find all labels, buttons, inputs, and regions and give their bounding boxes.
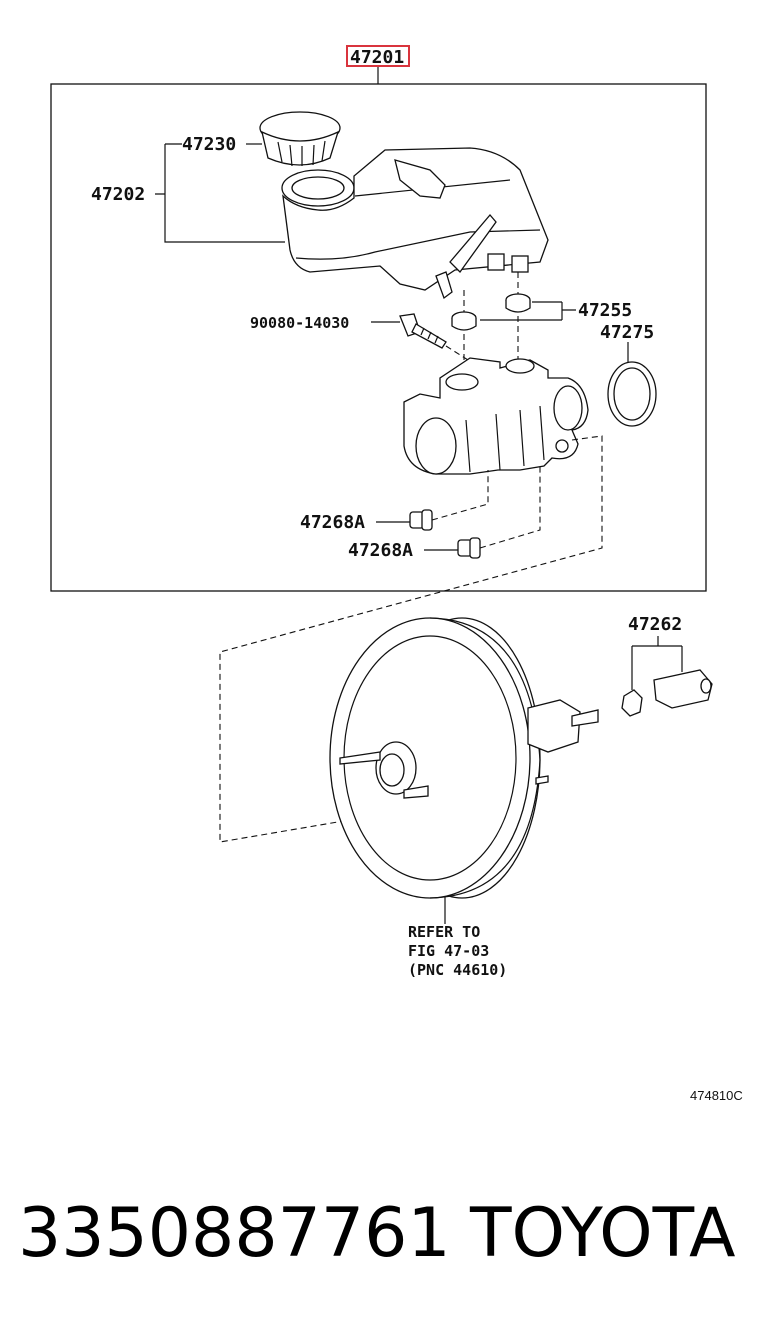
cap-part-number[interactable]: 47230: [182, 134, 236, 155]
highlight-box: [346, 45, 410, 67]
oring-callout[interactable]: 47275: [600, 322, 654, 362]
plug1-callout[interactable]: 47268A: [300, 512, 410, 533]
refer-line3: (PNC 44610): [408, 961, 507, 979]
screw-callout[interactable]: 90080-14030: [250, 314, 400, 332]
grommet-part-number[interactable]: 47255: [578, 300, 632, 321]
plug2-part: [457, 537, 481, 559]
plug2-callout[interactable]: 47268A: [348, 540, 458, 561]
grommet-parts: [451, 293, 531, 331]
oring-part: [607, 361, 657, 427]
oring-part-number[interactable]: 47275: [600, 322, 654, 343]
assembly-callout[interactable]: 47201: [346, 45, 410, 84]
cap-callout[interactable]: 47230: [182, 134, 262, 155]
reservoir-cap: [259, 111, 341, 167]
plug1-part-number[interactable]: 47268A: [300, 512, 365, 533]
reservoir-callout[interactable]: 47202: [91, 143, 285, 243]
clevis-part-number[interactable]: 47262: [628, 614, 682, 635]
assembly-frame: [50, 83, 707, 592]
clevis-parts: [621, 669, 713, 717]
footer-part-number: 3350887761: [18, 1194, 451, 1273]
brake-booster: [329, 617, 599, 899]
clevis-callout[interactable]: 47262: [628, 614, 683, 690]
assembly-part-number[interactable]: 47201: [350, 47, 404, 68]
screw-part: [399, 313, 447, 349]
figure-code: 474810C: [690, 1088, 743, 1103]
reservoir-part-number[interactable]: 47202: [91, 184, 145, 205]
grommet-callout[interactable]: 47255: [480, 300, 632, 321]
refer-line1: REFER TO: [408, 923, 480, 941]
plug1-part: [409, 509, 433, 531]
master-cylinder: [403, 357, 589, 475]
footer-brand: TOYOTA: [469, 1194, 735, 1273]
screw-part-number[interactable]: 90080-14030: [250, 314, 349, 332]
plug2-part-number[interactable]: 47268A: [348, 540, 413, 561]
reservoir-tank: [281, 147, 549, 300]
refer-note: REFER TO FIG 47-03 (PNC 44610): [408, 923, 507, 979]
refer-line2: FIG 47-03: [408, 942, 489, 960]
